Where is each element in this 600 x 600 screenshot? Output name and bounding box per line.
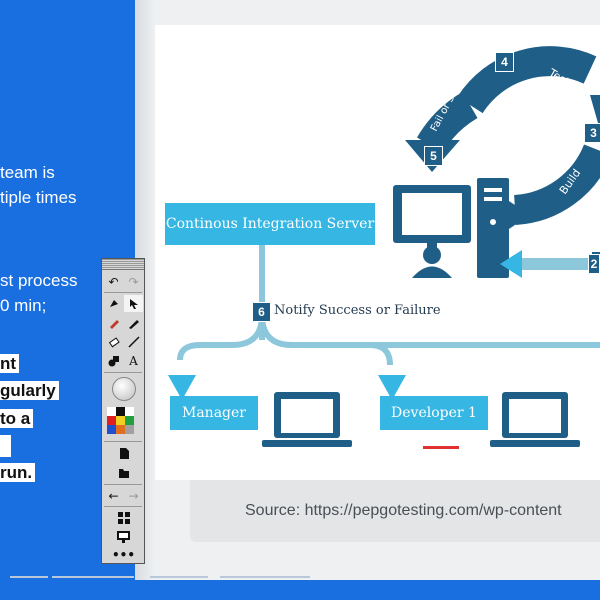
cycle-arc-build (513, 144, 600, 225)
redo-icon[interactable]: ↷ (124, 273, 143, 290)
slide-line-highlight: to a (0, 409, 34, 428)
slide-bottom-bar (0, 580, 600, 600)
step-badge-partial: 2 (588, 254, 600, 274)
ci-server-label: Continous Integration Server (165, 203, 375, 245)
palette-drag-handle[interactable] (102, 259, 144, 270)
forward-icon[interactable]: → (124, 487, 143, 504)
step-badge-5: 5 (424, 146, 443, 166)
slide-line: tiple times (0, 188, 77, 207)
notify-label: Notify Success or Failure (274, 303, 441, 318)
server-monitor-screen (402, 193, 462, 235)
step-badge-6: 6 (252, 302, 271, 322)
pipe-right (259, 314, 600, 348)
more-icon[interactable]: ••• (112, 546, 136, 563)
folder-icon[interactable] (114, 464, 133, 481)
bottom-tick (52, 576, 134, 578)
grid-icon[interactable] (114, 509, 133, 526)
bottom-tick (150, 576, 208, 578)
person-icon (423, 246, 441, 264)
source-box (190, 480, 600, 542)
pipe-left (177, 314, 265, 361)
cycle-arrowhead-right (590, 95, 600, 130)
slide-line-highlight: nt (0, 354, 20, 373)
arrow-to-manager (168, 375, 196, 400)
slide-line: 0 min; (0, 296, 47, 315)
eraser-icon[interactable] (104, 333, 123, 350)
back-icon[interactable]: ← (104, 487, 123, 504)
slide-line-highlight (0, 435, 11, 457)
screen-icon[interactable] (114, 528, 133, 545)
shapes-icon[interactable] (104, 352, 123, 369)
pointer-icon[interactable] (124, 295, 143, 312)
undo-icon[interactable]: ↶ (104, 273, 123, 290)
pipe-vertical (259, 245, 265, 340)
server-tower (477, 178, 509, 278)
cycle-arc-test (457, 46, 597, 114)
color-grid-icon[interactable] (107, 407, 135, 435)
step-badge-4: 4 (495, 52, 514, 72)
step-badge-3: 3 (584, 123, 600, 143)
bottom-tick (10, 576, 48, 578)
text-icon[interactable]: A (124, 352, 143, 369)
slide-line-highlight: run. (0, 463, 36, 482)
bottom-tick (220, 576, 310, 578)
source-caption: Source: https://pepgotesting.com/wp-cont… (245, 502, 562, 519)
slide-line: st process (0, 271, 78, 290)
stamp-icon[interactable] (114, 445, 133, 462)
lasso-icon[interactable] (104, 295, 123, 312)
slide-line-highlight: gularly (0, 381, 59, 400)
pencil-icon[interactable] (124, 314, 143, 331)
arrow-to-developer (378, 375, 406, 400)
developer-label: Developer 1 (380, 396, 488, 430)
manager-label: Manager (170, 396, 258, 430)
red-underline (423, 446, 459, 449)
slide-line: team is (0, 163, 55, 182)
circle-icon[interactable] (112, 377, 136, 401)
tool-palette[interactable]: ↶ ↷ A ← → (101, 258, 145, 564)
pen-icon[interactable] (104, 314, 123, 331)
line-icon[interactable] (124, 333, 143, 350)
input-arrow (518, 258, 598, 270)
